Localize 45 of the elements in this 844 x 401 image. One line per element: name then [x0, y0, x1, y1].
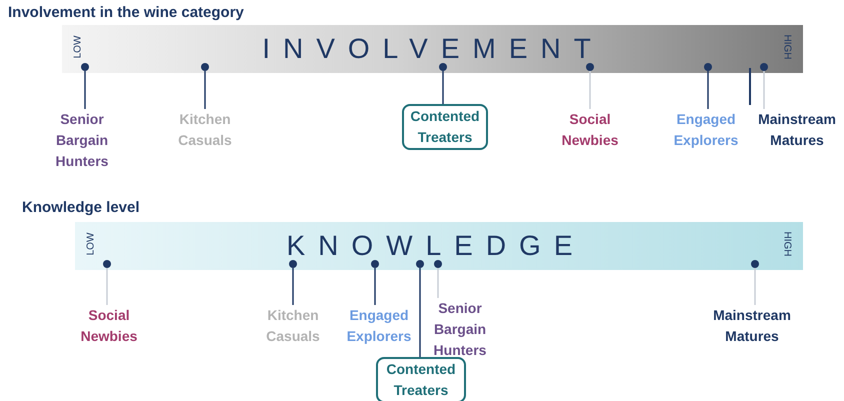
segment-label: Engaged Explorers: [661, 109, 751, 151]
scale-marker-dot: [751, 260, 759, 268]
leader-line: [292, 268, 294, 305]
leader-line: [442, 71, 444, 104]
scale-title: KNOWLEDGE: [286, 230, 586, 262]
segment-label: Kitchen Casuals: [160, 109, 250, 151]
scale-marker-dot: [81, 63, 89, 71]
scale-high-label: HIGH: [782, 34, 792, 60]
scale-marker-dot: [201, 63, 209, 71]
scale-marker-dot: [586, 63, 594, 71]
scale-low-label: LOW: [86, 232, 96, 256]
scale-title: INVOLVEMENT: [262, 33, 604, 65]
leader-line: [84, 71, 86, 109]
scale-marker-dot: [371, 260, 379, 268]
scale-high-label: HIGH: [782, 232, 792, 256]
leader-line: [419, 268, 421, 357]
segment-label: Mainstream Matures: [753, 109, 841, 151]
involvement-scale-bar: [62, 25, 803, 73]
scale-marker-dot: [289, 260, 297, 268]
segment-label: Kitchen Casuals: [248, 305, 338, 347]
segment-label: Engaged Explorers: [340, 305, 418, 347]
section-heading: Knowledge level: [22, 199, 140, 216]
leader-line: [374, 268, 376, 305]
leader-line: [763, 71, 765, 109]
leader-line: [204, 71, 206, 109]
scale-marker-dot: [439, 63, 447, 71]
leader-line: [707, 71, 709, 109]
segment-label: Senior Bargain Hunters: [47, 109, 117, 172]
segment-label: Social Newbies: [64, 305, 154, 347]
scale-marker-dot: [416, 260, 424, 268]
leader-line: [589, 71, 591, 109]
highlighted-segment-label: Contented Treaters: [376, 357, 466, 401]
leader-line: [437, 268, 439, 298]
section-heading: Involvement in the wine category: [8, 4, 244, 21]
leader-line: [106, 268, 108, 305]
segment-label: Mainstream Matures: [707, 305, 797, 347]
scale-marker-dot: [760, 63, 768, 71]
scale-marker-dot: [704, 63, 712, 71]
segment-label: Social Newbies: [545, 109, 635, 151]
knowledge-scale-bar: [75, 222, 803, 270]
scale-marker-dot: [103, 260, 111, 268]
scale-low-label: LOW: [72, 36, 84, 58]
leader-line: [754, 268, 756, 305]
scale-marker-dot: [434, 260, 442, 268]
highlighted-segment-label: Contented Treaters: [402, 104, 488, 150]
